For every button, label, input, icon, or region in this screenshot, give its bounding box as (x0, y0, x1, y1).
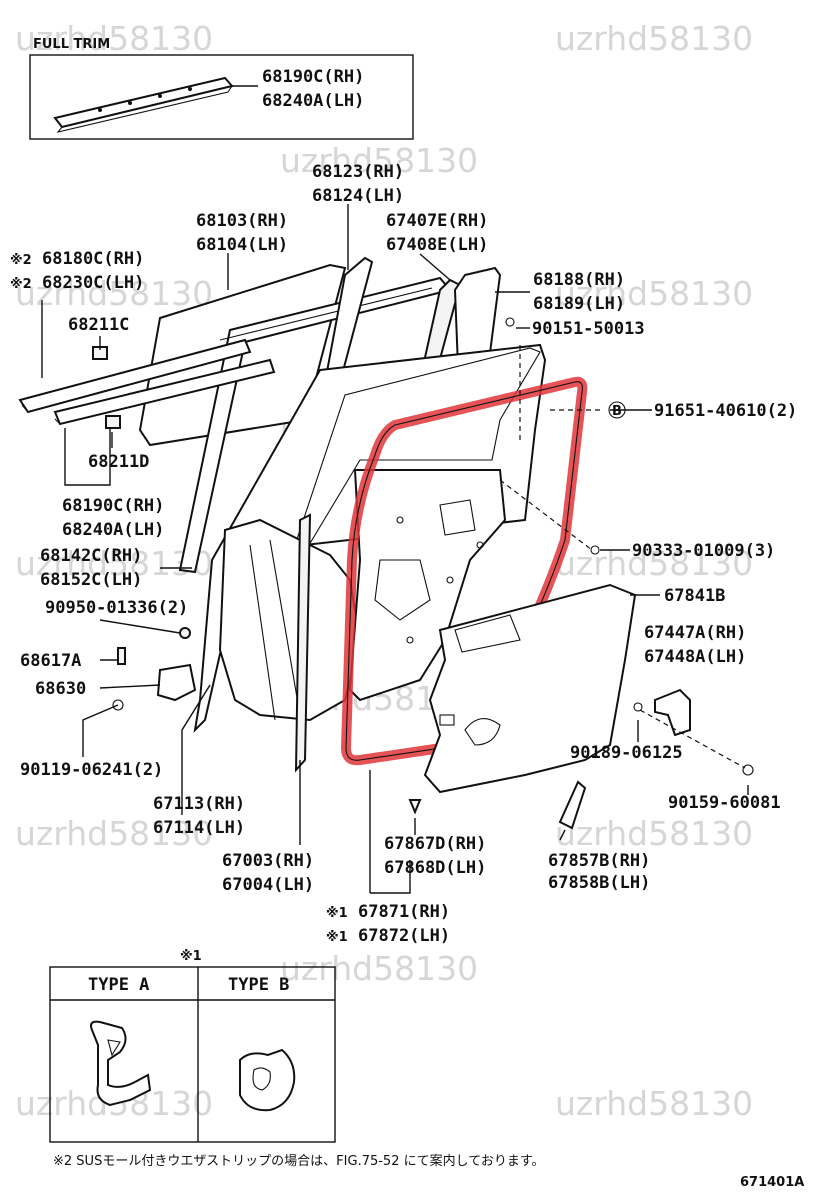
watermark-11: uzrhd58130 (555, 814, 753, 853)
watermark-8: uzrhd58130 (555, 544, 753, 583)
label-90159: 90159-60081 (668, 793, 781, 813)
label-68180: 68180C(RH) (42, 249, 144, 269)
label-67857: 67857B(RH) (548, 851, 650, 871)
label-68189: 68189(LH) (533, 294, 625, 314)
type-table-title: ※1 (180, 949, 202, 964)
clip-90333 (590, 545, 600, 555)
label-68152: 68152C(LH) (40, 570, 142, 590)
label-67113: 67113(RH) (153, 794, 245, 814)
type-b-header: TYPE B (228, 975, 289, 995)
belt-moulding-inner (53, 358, 276, 426)
garnish-67857 (558, 780, 587, 830)
label-67004: 67004(LH) (222, 875, 314, 895)
watermark-1: uzrhd58130 (15, 19, 213, 58)
label-67114: 67114(LH) (153, 818, 245, 838)
bumper-68617 (117, 647, 126, 665)
type-a-profile (90, 1020, 152, 1107)
label-67448: 67448A(LH) (644, 647, 746, 667)
bolt-90119 (112, 699, 124, 711)
full-trim-title: FULL TRIM (33, 37, 110, 52)
label-67858: 67858B(LH) (548, 873, 650, 893)
watermark-12: uzrhd58130 (280, 949, 478, 988)
screw-90189 (633, 702, 643, 712)
plug-90950 (179, 627, 191, 639)
label-67841: 67841B (664, 586, 725, 606)
door-inner-panel (218, 518, 362, 722)
label-90119: 90119-06241(2) (20, 760, 163, 780)
label-91651: 91651-40610(2) (654, 401, 797, 421)
label-68240: 68240A(LH) (62, 520, 164, 540)
screw-90151 (505, 317, 515, 327)
screw-90159 (742, 764, 754, 776)
clip-68211d (105, 415, 121, 429)
watermark-14: uzrhd58130 (555, 1084, 753, 1123)
type-table-border (49, 966, 336, 1143)
clip-67867 (408, 799, 422, 815)
watermark-5: uzrhd58130 (555, 274, 753, 313)
type-b-profile (239, 1048, 296, 1112)
label-68190: 68190C(RH) (62, 496, 164, 516)
full-trim-box (29, 54, 414, 140)
circle-b-marker (608, 401, 626, 419)
label-68124: 68124(LH) (312, 186, 404, 206)
footnote: ※2 SUSモール付きウエザストリップの場合は、FIG.75-52 にて案内して… (53, 1153, 545, 1169)
watermark-2: uzrhd58130 (555, 19, 753, 58)
inside-handle-67447 (654, 688, 691, 737)
label-68103: 68103(RH) (196, 211, 288, 231)
label-68211d: 68211D (88, 452, 149, 472)
leader-lines (41, 204, 749, 894)
label-67408: 67408E(LH) (386, 235, 488, 255)
mark1-67871: ※1 (326, 906, 348, 921)
watermark-3: uzrhd58130 (280, 141, 478, 180)
watermark-10: uzrhd58130 (15, 814, 213, 853)
label-68123: 68123(RH) (312, 162, 404, 182)
watermark-4: uzrhd58130 (15, 274, 213, 313)
label-68617: 68617A (20, 651, 81, 671)
mark2-68180: ※2 (10, 253, 32, 268)
label-68230: 68230C(LH) (42, 273, 144, 293)
mark2-68230: ※2 (10, 277, 32, 292)
full-trim-rh-label: 68190C(RH) (262, 67, 364, 87)
label-67867: 67867D(RH) (384, 834, 486, 854)
label-90950: 90950-01336(2) (45, 598, 188, 618)
label-67003: 67003(RH) (222, 851, 314, 871)
label-68188: 68188(RH) (533, 270, 625, 290)
full-trim-inset: FULL TRIM 68190C(RH) 68240A(LH) (29, 37, 414, 140)
profile-type-table: ※1 TYPE A TYPE B (49, 949, 336, 1143)
mark1-67872: ※1 (326, 930, 348, 945)
label-67871: 67871(RH) (358, 902, 450, 922)
weatherstrip (345, 381, 583, 761)
full-trim-moulding (53, 76, 234, 129)
label-90151: 90151-50013 (532, 319, 645, 339)
service-panel (348, 469, 507, 702)
figure-code: 671401A (740, 1175, 804, 1190)
label-67447: 67447A(RH) (644, 623, 746, 643)
label-68630: 68630 (35, 679, 86, 699)
label-68104: 68104(LH) (196, 235, 288, 255)
type-a-header: TYPE A (88, 975, 149, 995)
label-67868: 67868D(LH) (384, 858, 486, 878)
label-90333: 90333-01009(3) (632, 541, 775, 561)
label-67407: 67407E(RH) (386, 211, 488, 231)
label-68142: 68142C(RH) (40, 546, 142, 566)
label-68211c: 68211C (68, 315, 129, 335)
watermark-7: uzrhd58130 (15, 544, 213, 583)
hinge-bar (294, 513, 312, 773)
lock-assembly-68630 (156, 663, 197, 702)
full-trim-lh-label: 68240A(LH) (262, 91, 364, 111)
part-labels: 68123(RH) 68124(LH) 68103(RH) 68104(LH) … (10, 162, 797, 946)
label-67872: 67872(LH) (358, 926, 450, 946)
belt-moulding-outer (18, 338, 252, 414)
circle-b-text: B (612, 404, 622, 419)
label-90189: 90189-06125 (570, 743, 683, 763)
